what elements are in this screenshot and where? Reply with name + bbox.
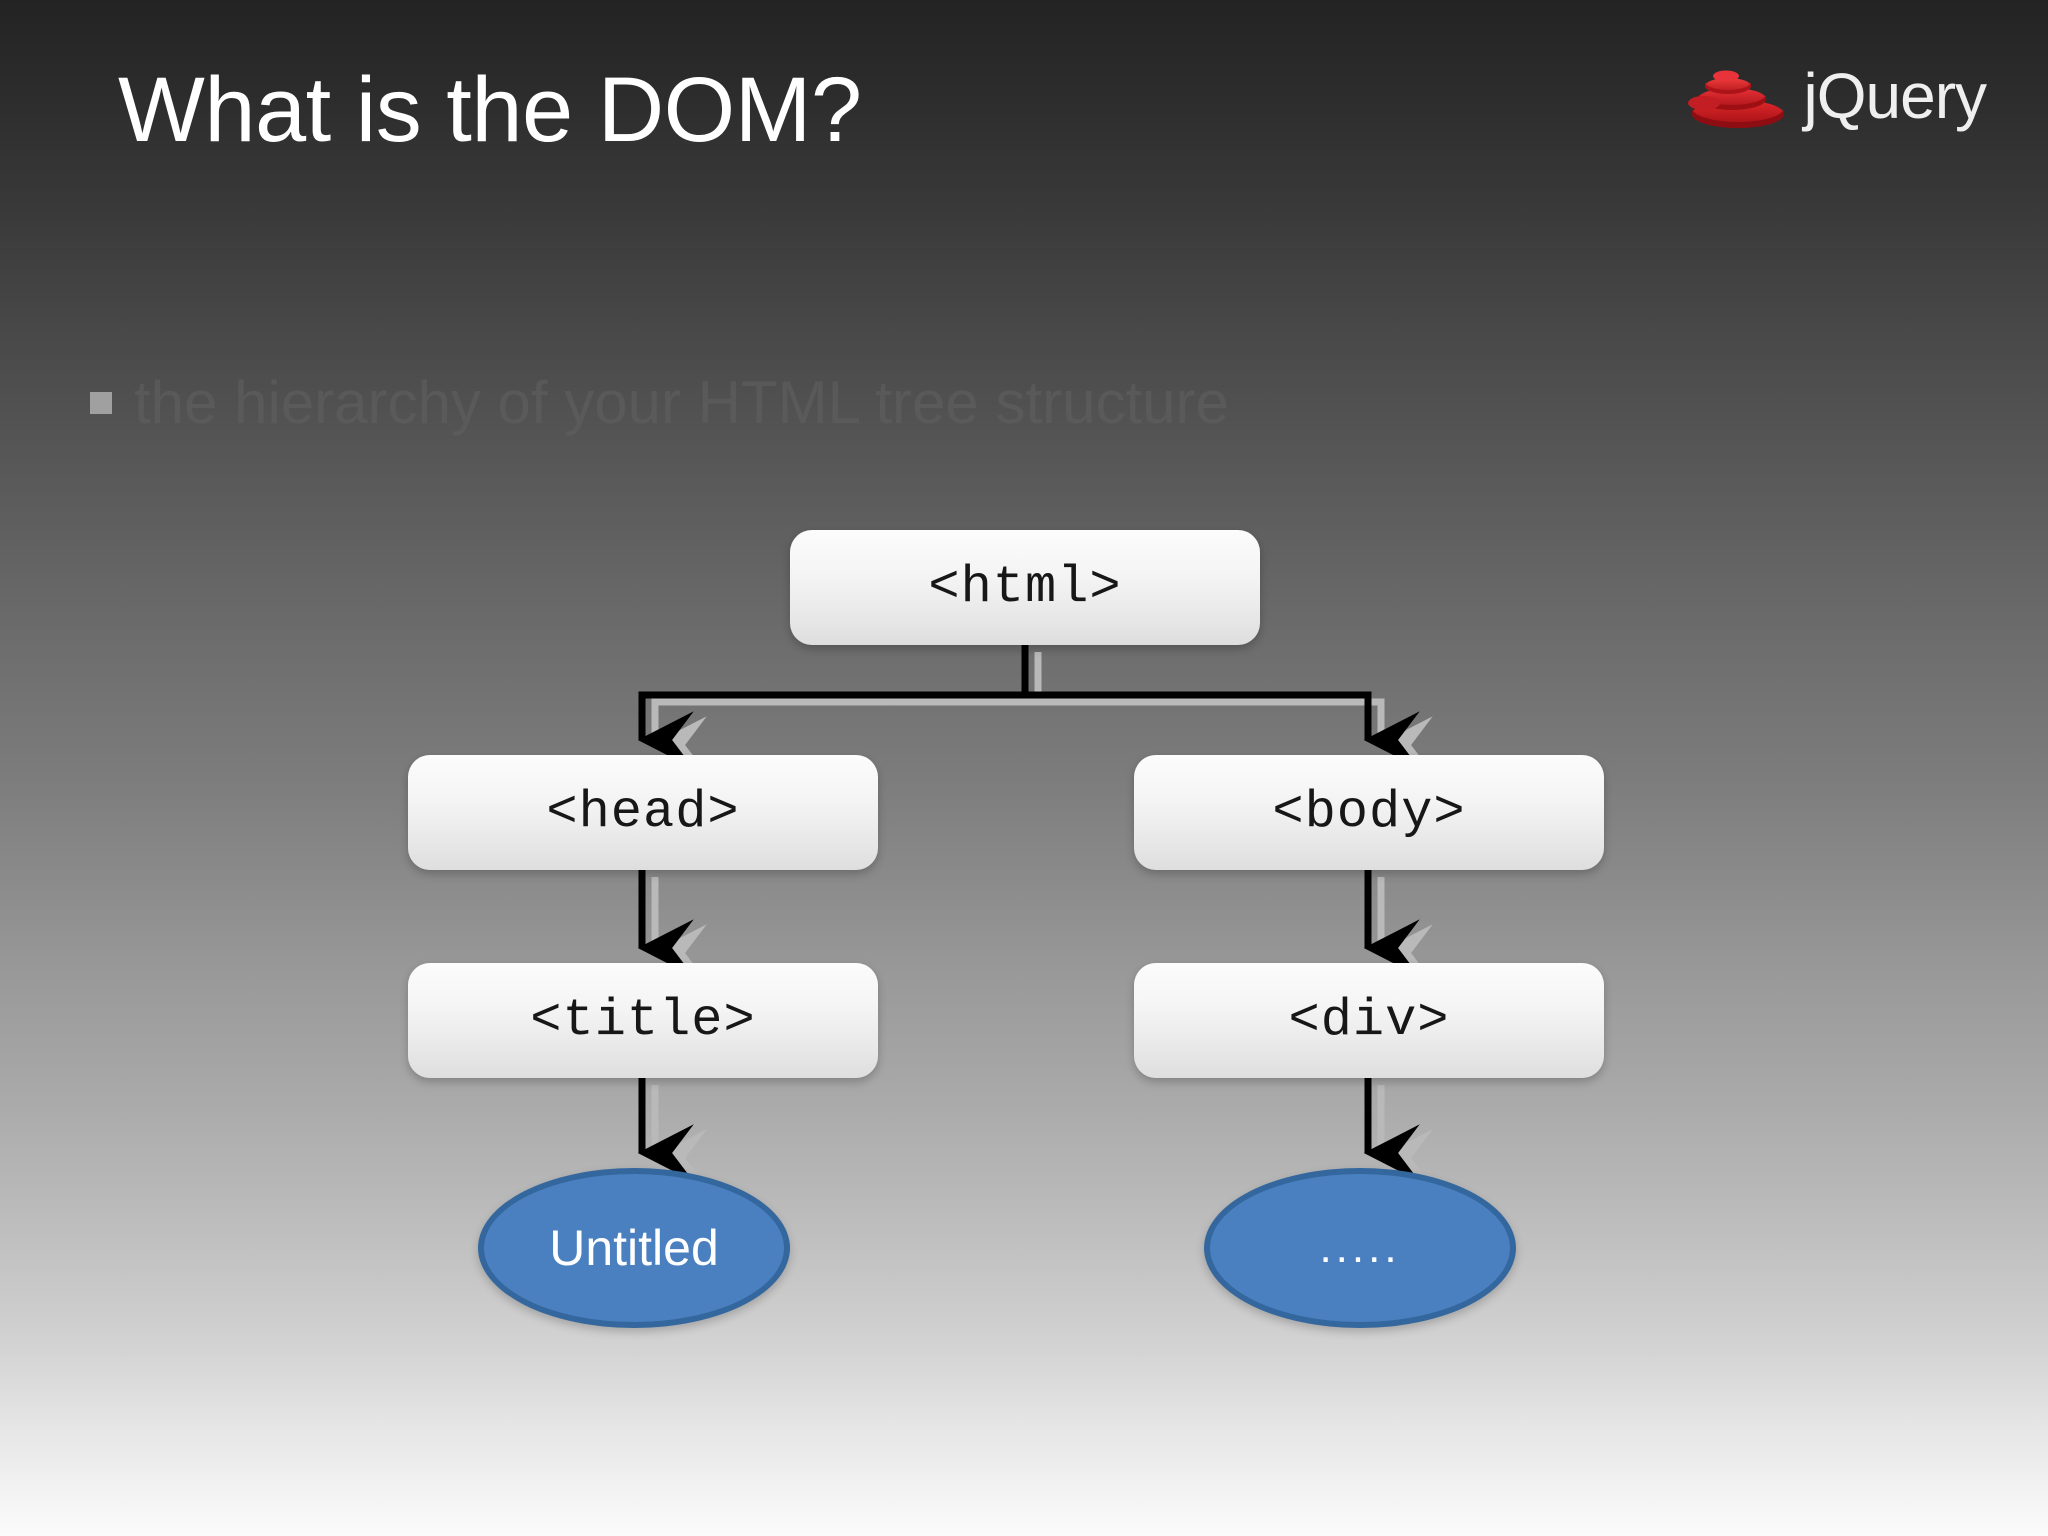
node-title-label: <title>: [530, 991, 756, 1050]
node-body[interactable]: <body>: [1134, 755, 1604, 870]
node-dots[interactable]: .....: [1204, 1168, 1516, 1328]
node-title[interactable]: <title>: [408, 963, 878, 1078]
jquery-logo-icon: [1687, 70, 1784, 128]
bullet-item-label: the hierarchy of your HTML tree structur…: [134, 369, 1229, 436]
connector-main-layer: [637, 645, 1420, 1182]
connector-shadow-layer: [650, 652, 1433, 1187]
node-html[interactable]: <html>: [790, 530, 1260, 645]
node-body-label: <body>: [1272, 783, 1466, 842]
node-head-label: <head>: [546, 783, 740, 842]
node-dots-label: .....: [1319, 1223, 1401, 1272]
node-untitled[interactable]: Untitled: [478, 1168, 790, 1328]
jquery-brand-logo: jQuery: [1682, 58, 1987, 134]
edge-html-body: [1021, 645, 1420, 769]
node-div-label: <div>: [1288, 991, 1450, 1050]
brand-name: jQuery: [1803, 60, 1987, 132]
bullet-item: the hierarchy of your HTML tree structur…: [90, 370, 1229, 436]
page-title: What is the DOM?: [118, 59, 862, 161]
edge-html-head: [637, 645, 1029, 769]
node-html-label: <html>: [928, 558, 1122, 617]
node-untitled-label: Untitled: [549, 1220, 719, 1276]
node-head[interactable]: <head>: [408, 755, 878, 870]
square-bullet-icon: [90, 392, 112, 414]
node-div[interactable]: <div>: [1134, 963, 1604, 1078]
